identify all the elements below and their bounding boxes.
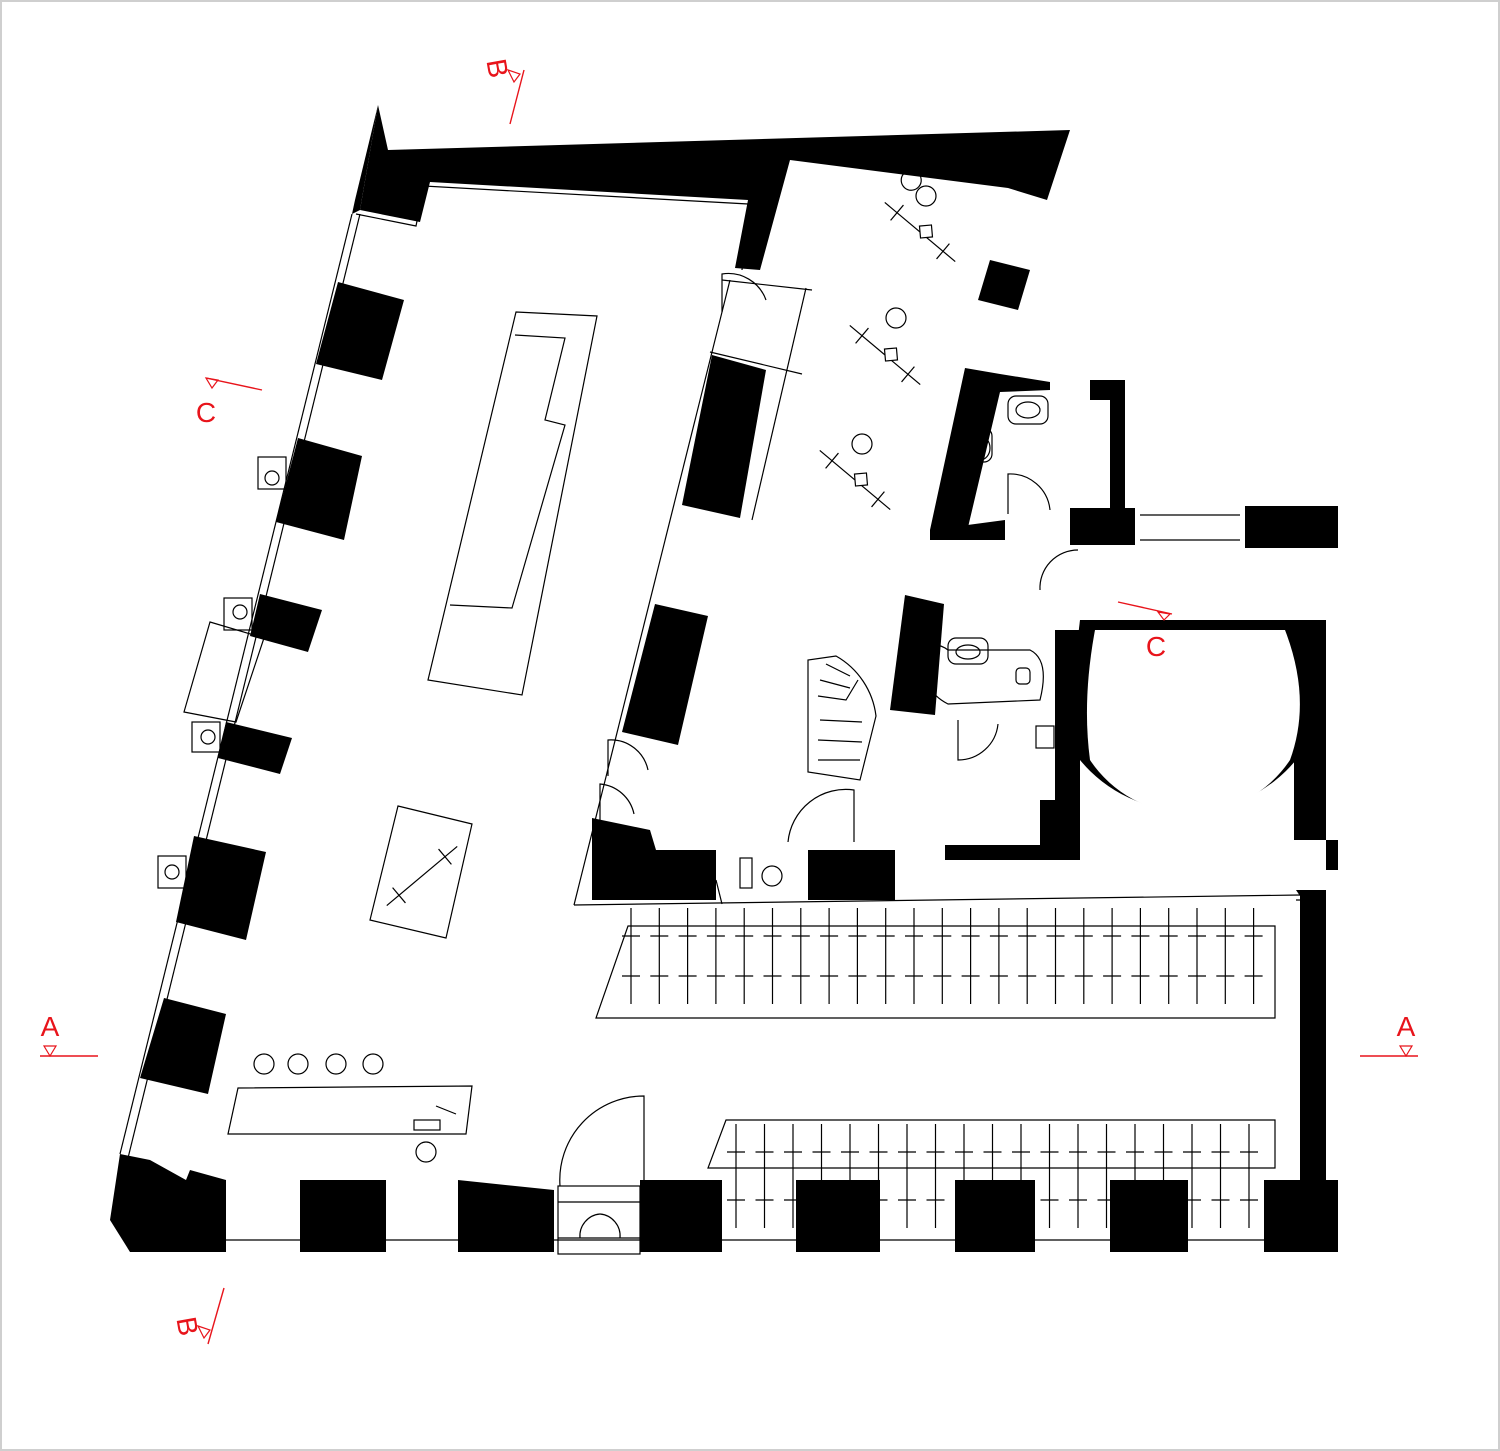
section-mark-a-left: A bbox=[40, 1011, 98, 1058]
window-posts bbox=[157, 456, 287, 889]
bike-rack-bottom bbox=[707, 1119, 1276, 1228]
section-label-a-right: A bbox=[1397, 1011, 1416, 1042]
round-room bbox=[1075, 620, 1311, 814]
sanitary-fixtures bbox=[919, 395, 1055, 749]
wall-lining bbox=[145, 185, 1305, 1195]
bike-rack-top bbox=[595, 908, 1276, 1019]
showroom-bikes bbox=[386, 169, 956, 907]
doors bbox=[557, 272, 1079, 1255]
section-mark-c-left: C bbox=[196, 377, 263, 428]
stools bbox=[253, 1053, 437, 1163]
service-walls bbox=[890, 260, 1338, 860]
showroom-platform bbox=[369, 805, 473, 939]
exterior-walls bbox=[110, 105, 1338, 1252]
section-label-a-left: A bbox=[41, 1011, 60, 1042]
interior-wall bbox=[573, 279, 1301, 906]
section-label-b-bottom: B bbox=[170, 1314, 204, 1338]
section-label-c-left: C bbox=[196, 397, 216, 428]
section-label-c-right: C bbox=[1146, 631, 1166, 662]
cashier-desk bbox=[227, 1085, 473, 1135]
section-mark-a-right: A bbox=[1360, 1011, 1418, 1058]
center-counter bbox=[427, 311, 598, 696]
misc-items bbox=[435, 857, 783, 1115]
left-wall-outline bbox=[119, 213, 361, 1159]
spiral-stair bbox=[807, 655, 877, 781]
section-mark-c-right: C bbox=[1117, 601, 1173, 662]
section-mark-b-bottom: B bbox=[170, 1287, 225, 1345]
section-label-b-top: B bbox=[480, 56, 514, 80]
section-mark-b-top: B bbox=[480, 56, 525, 125]
